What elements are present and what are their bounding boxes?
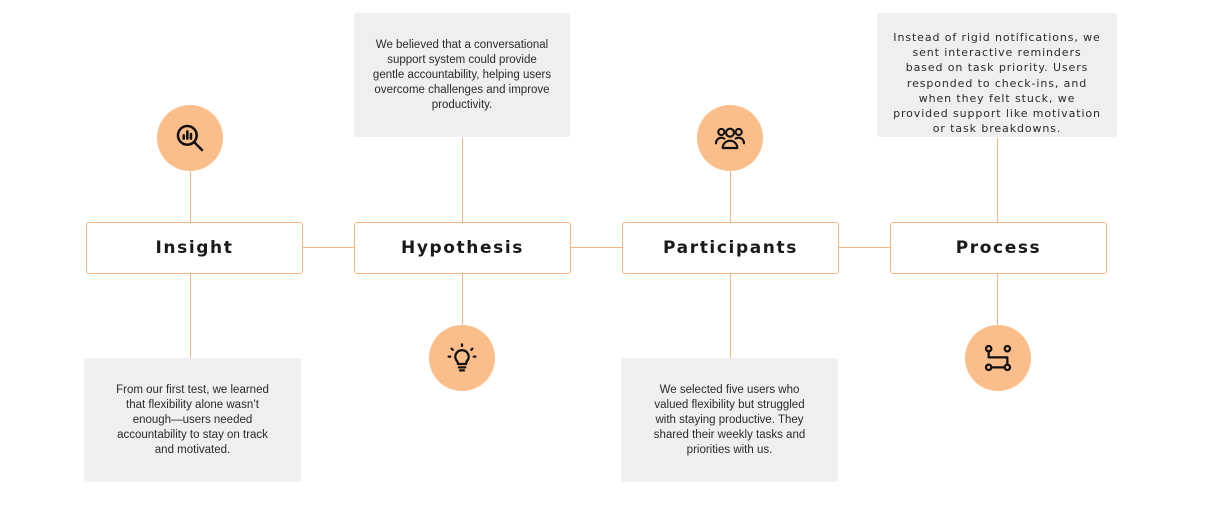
insight-icon-circle [157,105,223,171]
connector-participants-process [838,247,890,248]
stage-participants: Participants [622,222,839,274]
hypothesis-icon-circle [429,325,495,391]
participants-note-text: We selected five users who valued flexib… [653,383,806,456]
connector-participants-icon [730,170,731,222]
participants-icon-circle [697,105,763,171]
hypothesis-note-card: We believed that a conversational suppor… [354,13,570,137]
hypothesis-note-text: We believed that a conversational suppor… [372,39,552,111]
connector-insight-note [190,274,191,358]
stage-insight-label: Insight [155,238,234,258]
insight-note-card: From our first test, we learned that fle… [84,358,301,482]
process-icon-circle [965,325,1031,391]
connector-process-icon [997,274,998,326]
stage-hypothesis: Hypothesis [354,222,571,274]
connector-hypothesis-participants [570,247,622,248]
process-note-card: Instead of rigid notifications, we sent … [877,13,1117,137]
participants-note-card: We selected five users who valued flexib… [621,358,838,482]
process-note-text: Instead of rigid notifications, we sent … [893,31,1101,136]
users-group-icon [714,127,746,150]
connector-hypothesis-icon [462,274,463,326]
connector-process-note [997,138,998,222]
stage-process-label: Process [955,238,1042,258]
connector-insight-icon [190,170,191,222]
insight-note-text: From our first test, we learned that fle… [116,383,269,456]
search-analytics-icon [176,124,204,152]
stage-hypothesis-label: Hypothesis [401,238,524,258]
connector-participants-note [730,274,731,358]
stage-insight: Insight [86,222,303,274]
stage-process: Process [890,222,1107,274]
connector-insight-hypothesis [302,247,354,248]
route-icon [984,344,1012,372]
connector-hypothesis-note [462,138,463,222]
stage-participants-label: Participants [663,238,798,258]
lightbulb-icon [447,343,477,372]
